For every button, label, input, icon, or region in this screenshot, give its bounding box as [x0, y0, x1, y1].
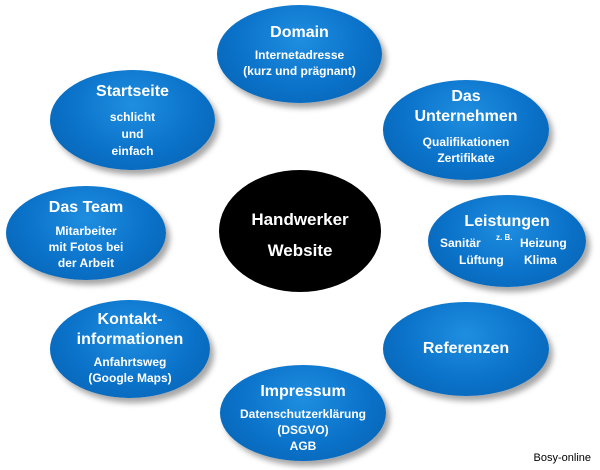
node-domain-title: Domain	[270, 24, 329, 41]
node-team-line: der Arbeit	[57, 256, 115, 270]
node-startseite-line: schlicht	[109, 110, 156, 124]
node-unternehmen: Das Unternehmen Qualifikationen Zertifik…	[383, 80, 549, 180]
center-title: Website	[267, 241, 333, 260]
node-impressum-line: AGB	[289, 439, 317, 453]
node-referenzen-title: Referenzen	[422, 340, 510, 357]
node-kontakt-title: Kontakt-	[97, 311, 163, 328]
node-referenzen: Referenzen	[383, 302, 549, 396]
node-startseite-title: Startseite	[96, 83, 169, 100]
node-team-line: mit Fotos bei	[48, 240, 124, 254]
leistungen-lueftung: Lüftung	[459, 253, 504, 267]
leistungen-klima: Klima	[524, 253, 557, 267]
leistungen-sanitaer: Sanitär	[440, 236, 481, 250]
node-unternehmen-line: Zertifikate	[437, 151, 495, 165]
node-startseite-line: einfach	[111, 144, 154, 158]
credit-text: Bosy-online	[533, 452, 591, 464]
leistungen-heizung: Heizung	[520, 236, 567, 250]
node-startseite-line: und	[121, 127, 144, 141]
leistungen-zb: z. B.	[496, 233, 513, 242]
node-leistungen: Leistungen Sanitär z. B. Heizung Lüftung…	[428, 195, 586, 287]
node-impressum-title: Impressum	[260, 383, 346, 400]
node-kontakt-line: (Google Maps)	[88, 371, 172, 385]
node-impressum: Impressum Datenschutzerklärung (DSGVO) A…	[220, 365, 386, 461]
node-domain-line: (kurz und prägnant)	[243, 64, 356, 78]
node-leistungen-line: Lüftung Klima	[428, 253, 586, 268]
node-leistungen-title: Leistungen	[464, 213, 550, 230]
node-kontakt-line: Anfahrtsweg	[93, 355, 167, 369]
node-impressum-line: (DSGVO)	[277, 423, 329, 437]
center-title: Handwerker	[251, 210, 349, 229]
center-node: Handwerker Website	[219, 170, 381, 292]
node-domain: Domain Internetadresse (kurz und prägnan…	[217, 5, 382, 103]
node-leistungen-line: Sanitär z. B. Heizung	[428, 233, 586, 251]
node-impressum-line: Datenschutzerklärung	[239, 407, 367, 421]
node-startseite: Startseite schlicht und einfach	[50, 70, 215, 170]
node-team: Das Team Mitarbeiter mit Fotos bei der A…	[6, 186, 166, 280]
node-domain-line: Internetadresse	[254, 48, 345, 62]
node-team-title: Das Team	[48, 199, 124, 216]
node-unternehmen-line: Qualifikationen	[422, 135, 510, 149]
node-team-line: Mitarbeiter	[55, 224, 117, 238]
node-unternehmen-title: Unternehmen	[414, 108, 518, 125]
node-unternehmen-title: Das	[451, 88, 481, 105]
node-kontakt-title: informationen	[76, 331, 184, 348]
node-kontakt: Kontakt- informationen Anfahrtsweg (Goog…	[50, 300, 210, 398]
